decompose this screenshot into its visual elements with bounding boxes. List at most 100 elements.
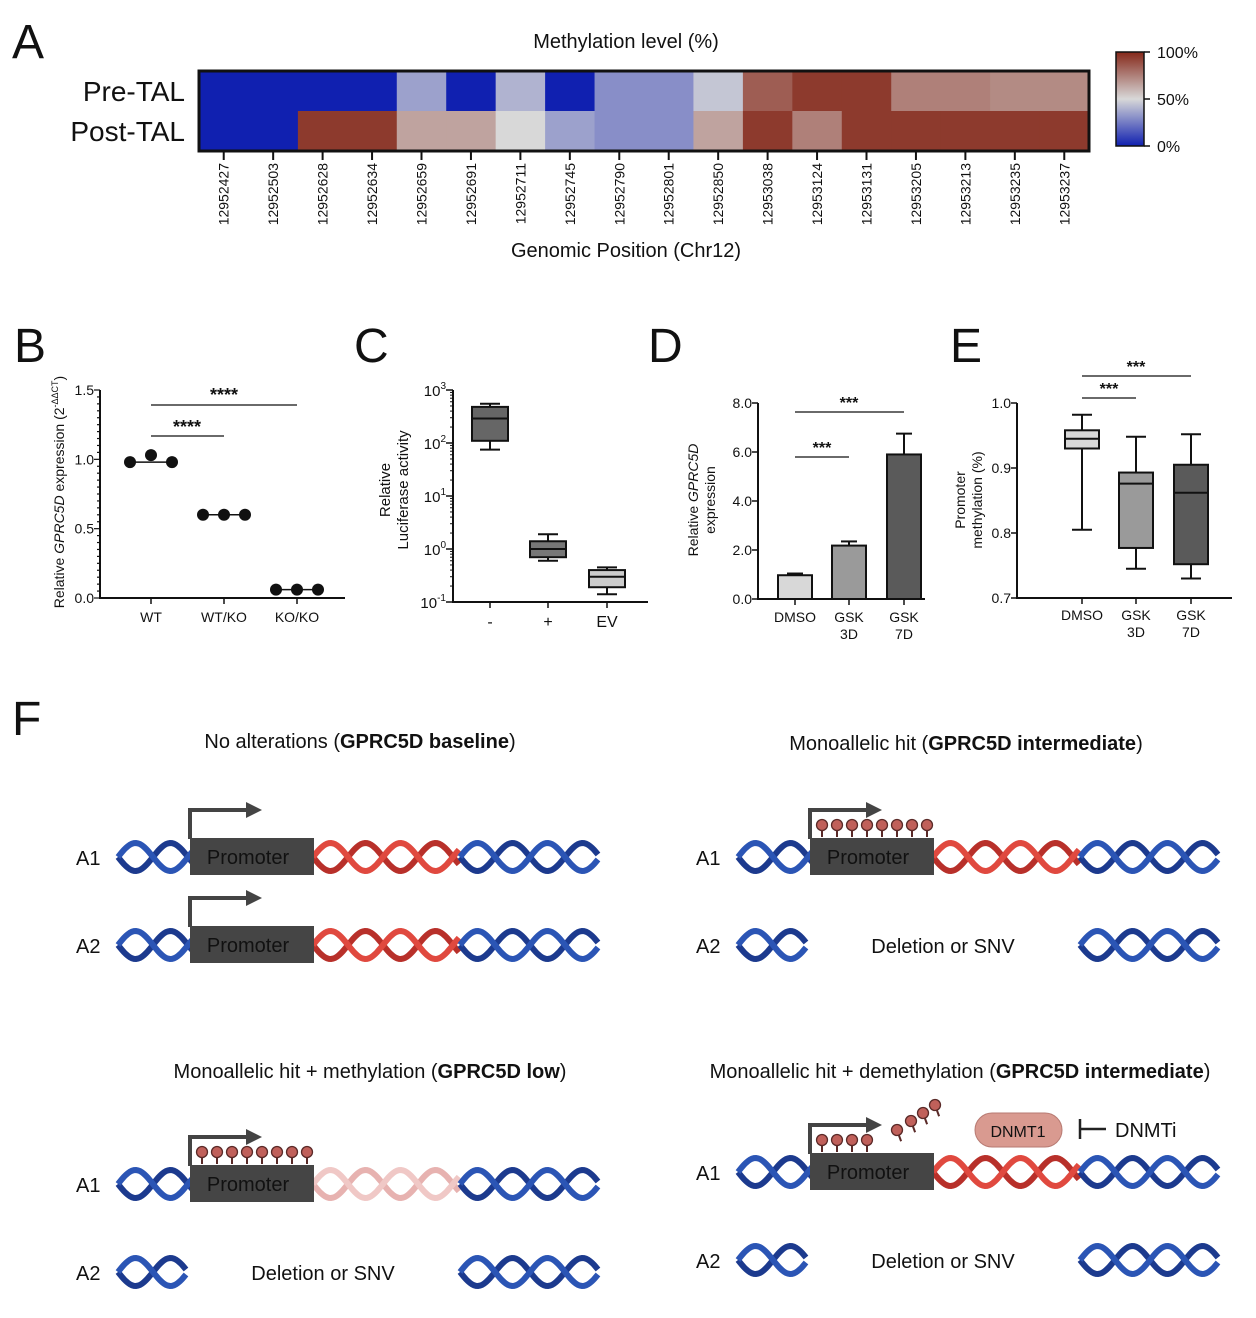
y-tick-label: 2.0 <box>733 542 753 558</box>
significance-label: *** <box>1100 381 1119 398</box>
heatmap-cell <box>841 111 892 151</box>
heatmap-cell <box>841 71 892 111</box>
heatmap-column-label: 12952628 <box>315 163 331 226</box>
methyl-group-icon <box>270 1145 284 1164</box>
dna-helix-blue <box>115 839 195 875</box>
heatmap-column-label: 12953131 <box>859 163 875 226</box>
data-point <box>239 508 251 521</box>
head <box>890 818 904 832</box>
y-tick-label: 0.0 <box>733 591 753 607</box>
transcription-arrow-icon <box>188 896 248 927</box>
transcription-arrow-icon <box>808 1123 868 1154</box>
head <box>916 1106 930 1120</box>
methyl-group-icon <box>890 818 904 837</box>
heatmap-cell <box>297 111 348 151</box>
colorbar-label: 100% <box>1157 45 1198 62</box>
y-tick-label: 103 <box>424 381 447 400</box>
methyl-group-icon <box>255 1145 269 1164</box>
methyl-group-icon <box>845 1133 859 1152</box>
heatmap-column-label: 12952659 <box>414 163 430 226</box>
dna-helix-blue <box>1077 927 1221 963</box>
y-tick-label: 1.0 <box>992 395 1012 411</box>
head <box>904 1114 918 1128</box>
scenario-title: No alterations (GPRC5D baseline) <box>204 731 515 753</box>
dna-helix-gene <box>930 1154 1082 1190</box>
dna-helix-blue <box>735 927 809 963</box>
label-part: GPRC5D intermediate <box>996 1061 1204 1083</box>
label-part: GPRC5D <box>685 444 701 502</box>
methyl-group-icon <box>860 1133 874 1152</box>
heatmap-column-label: 12953235 <box>1007 163 1023 226</box>
arrowhead-icon <box>866 802 882 818</box>
heatmap-column-label: 12953038 <box>760 163 776 226</box>
dna-helix-blue <box>115 1166 195 1202</box>
head <box>210 1145 224 1159</box>
label-part: 10 <box>424 383 441 400</box>
box-iqr <box>588 569 626 589</box>
label-part: GPRC5D low <box>438 1061 561 1083</box>
heatmap-xlabel: Genomic Position (Chr12) <box>511 240 741 262</box>
label-part: 3 <box>440 381 446 392</box>
significance-label: **** <box>210 385 238 405</box>
heatmap-cell <box>347 111 398 151</box>
y-tick-label: 4.0 <box>733 493 753 509</box>
dna-helix-blue <box>115 927 195 963</box>
label-part: ) <box>560 1061 567 1083</box>
dna-helix-gene <box>930 839 1082 875</box>
y-axis-label: Promoter <box>952 471 968 529</box>
methyl-group-icon <box>920 818 934 837</box>
dna-helix-blue <box>735 1242 809 1278</box>
dna-helix-blue <box>1077 1154 1221 1190</box>
x-tick-label: DMSO <box>1061 607 1103 623</box>
y-tick-label: 102 <box>424 434 447 453</box>
head <box>845 818 859 832</box>
head <box>928 1098 942 1112</box>
label-part: 10 <box>420 595 437 612</box>
head <box>845 1133 859 1147</box>
heatmap-column-label: 12952790 <box>611 163 627 226</box>
promoter-box <box>810 838 934 875</box>
dna-helix-blue <box>115 927 195 963</box>
head <box>240 1145 254 1159</box>
arrowhead-icon <box>246 1129 262 1145</box>
y-tick-label: 6.0 <box>733 444 753 460</box>
allele-label-a2: A2 <box>696 1251 720 1273</box>
heatmap-column-label: 12952691 <box>463 163 479 226</box>
deletion-label: Deletion or SNV <box>251 1263 395 1285</box>
heatmap-column-label: 12952634 <box>364 163 380 226</box>
dna-helix-blue <box>735 1154 815 1190</box>
methyl-group-icon <box>860 818 874 837</box>
x-tick-label: + <box>543 614 552 631</box>
y-tick-label: 0.5 <box>75 521 95 537</box>
methyl-group-icon <box>300 1145 314 1164</box>
label-part: ) <box>1136 733 1143 755</box>
released-methyl-group-icon <box>904 1114 918 1133</box>
heatmap-cell <box>446 111 497 151</box>
heatmap-row-label: Post-TAL <box>70 116 185 147</box>
heatmap-cell <box>891 71 942 111</box>
colorbar-label: 0% <box>1157 139 1180 156</box>
y-axis-label: Relative <box>377 463 394 517</box>
heatmap-cell <box>347 71 398 111</box>
released-methyl-group-icon <box>890 1123 904 1142</box>
heatmap-column-label: 12952427 <box>216 163 232 226</box>
heatmap-cell <box>495 71 546 111</box>
heatmap-cell <box>742 111 793 151</box>
heatmap-cell <box>891 111 942 151</box>
x-tick-label: GSK <box>1176 607 1206 623</box>
label-part: ) <box>509 731 516 753</box>
methyl-group-icon <box>845 818 859 837</box>
promoter-box <box>190 1165 314 1202</box>
dna-helix-gene <box>310 927 462 963</box>
y-tick-label: 101 <box>424 487 447 506</box>
arrowhead-icon <box>246 802 262 818</box>
promoter-box <box>810 1153 934 1190</box>
label-part: Monoallelic hit ( <box>789 733 928 755</box>
dna-helix-blue <box>735 839 815 875</box>
released-methyl-group-icon <box>928 1098 942 1117</box>
promoter-label: Promoter <box>827 1162 910 1184</box>
heatmap-cell <box>644 111 694 151</box>
methyl-group-icon <box>875 818 889 837</box>
heatmap-cell <box>1039 111 1090 151</box>
x-tick-label: WT <box>140 609 162 625</box>
